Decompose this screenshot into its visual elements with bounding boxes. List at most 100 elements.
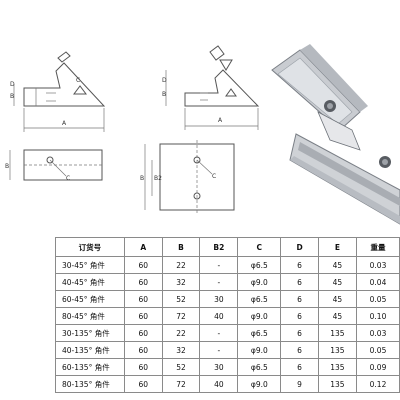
cell-weight: 0.04 [356, 273, 400, 291]
technical-drawing: A D B C A D B C B C [5, 44, 400, 225]
dim-b-label-2: B [162, 91, 166, 98]
top-view-large: C B B2 [140, 140, 235, 214]
cell-a: 60 [123, 358, 163, 376]
table-row: 60-135° 角件 60 52 30 φ6.5 6 135 0.09 [55, 358, 400, 376]
cell-e: 45 [317, 307, 358, 325]
cell-weight: 0.05 [356, 290, 400, 308]
cell-c: φ6.5 [237, 256, 282, 274]
cell-b2: 40 [199, 307, 239, 325]
cell-b2: 30 [199, 358, 239, 376]
cell-b: 22 [161, 256, 201, 274]
cell-e: 45 [317, 290, 358, 308]
col-header-order-no: 订货号 [55, 237, 125, 257]
table-header-row: 订货号 A B B2 C D E 重量 [55, 237, 400, 257]
cell-c: φ6.5 [237, 290, 282, 308]
dim-c-label: C [76, 77, 80, 84]
side-view-135: A D B [162, 45, 260, 130]
cell-a: 60 [123, 324, 163, 342]
table-row: 30-45° 角件 60 22 - φ6.5 6 45 0.03 [55, 256, 400, 274]
cell-order-no: 60-45° 角件 [55, 290, 125, 308]
dim-d-label: D [10, 81, 15, 88]
cell-e: 135 [317, 324, 358, 342]
cell-b2: - [199, 273, 239, 291]
table-row: 40-45° 角件 60 32 - φ9.0 6 45 0.04 [55, 273, 400, 291]
cell-b: 52 [161, 358, 201, 376]
cell-c: φ6.5 [237, 324, 282, 342]
cell-b2: - [199, 256, 239, 274]
cell-e: 135 [317, 375, 358, 393]
cell-order-no: 30-135° 角件 [55, 324, 125, 342]
cell-d: 6 [280, 256, 319, 274]
cell-weight: 0.03 [356, 256, 400, 274]
dim-b2-label: B2 [154, 175, 162, 182]
cell-e: 135 [317, 341, 358, 359]
cell-b2: - [199, 341, 239, 359]
cell-d: 6 [280, 273, 319, 291]
cell-b2: 30 [199, 290, 239, 308]
dim-b-label-top: B [5, 163, 9, 170]
cell-c: φ9.0 [237, 375, 282, 393]
cell-c: φ6.5 [237, 358, 282, 376]
cell-a: 60 [123, 341, 163, 359]
col-header-c: C [237, 237, 282, 257]
cell-d: 6 [280, 324, 319, 342]
dim-a-label-2: A [218, 117, 223, 124]
cell-e: 135 [317, 358, 358, 376]
cell-b: 52 [161, 290, 201, 308]
col-header-a: A [123, 237, 163, 257]
product-photo [271, 44, 400, 225]
dim-a-label: A [62, 120, 67, 127]
cell-d: 6 [280, 358, 319, 376]
spec-table: 订货号 A B B2 C D E 重量 30-45° 角件 60 22 - φ6… [55, 237, 400, 393]
cell-order-no: 60-135° 角件 [55, 358, 125, 376]
cell-weight: 0.09 [356, 358, 400, 376]
cell-weight: 0.03 [356, 324, 400, 342]
cell-e: 45 [317, 273, 358, 291]
col-header-b2: B2 [199, 237, 239, 257]
cell-a: 60 [123, 273, 163, 291]
table-row: 80-45° 角件 60 72 40 φ9.0 6 45 0.10 [55, 307, 400, 325]
cell-c: φ9.0 [237, 273, 282, 291]
cell-d: 6 [280, 341, 319, 359]
cell-a: 60 [123, 307, 163, 325]
cell-d: 9 [280, 375, 319, 393]
side-view-45: A D B C [10, 51, 106, 132]
cell-weight: 0.10 [356, 307, 400, 325]
col-header-weight: 重量 [356, 237, 400, 257]
table-row: 80-135° 角件 60 72 40 φ9.0 9 135 0.12 [55, 375, 400, 393]
cell-d: 6 [280, 307, 319, 325]
dim-c-label-top: C [66, 175, 70, 182]
col-header-e: E [317, 237, 358, 257]
cell-order-no: 40-45° 角件 [55, 273, 125, 291]
cell-d: 6 [280, 290, 319, 308]
table-row: 40-135° 角件 60 32 - φ9.0 6 135 0.05 [55, 341, 400, 359]
cell-e: 45 [317, 256, 358, 274]
cell-order-no: 40-135° 角件 [55, 341, 125, 359]
table-row: 60-45° 角件 60 52 30 φ6.5 6 45 0.05 [55, 290, 400, 308]
cell-order-no: 30-45° 角件 [55, 256, 125, 274]
cell-b: 72 [161, 307, 201, 325]
dim-b-label: B [10, 93, 14, 100]
top-view-small: C B [5, 149, 103, 182]
cell-a: 60 [123, 290, 163, 308]
cell-a: 60 [123, 256, 163, 274]
cell-b2: - [199, 324, 239, 342]
cell-b: 72 [161, 375, 201, 393]
cell-c: φ9.0 [237, 307, 282, 325]
cell-b: 22 [161, 324, 201, 342]
dim-b-label-top-2: B [140, 175, 144, 182]
cell-a: 60 [123, 375, 163, 393]
cell-b: 32 [161, 273, 201, 291]
dim-d-label-2: D [162, 77, 167, 84]
dim-c-label-top-2: C [212, 173, 216, 180]
col-header-d: D [280, 237, 319, 257]
cell-b: 32 [161, 341, 201, 359]
table-row: 30-135° 角件 60 22 - φ6.5 6 135 0.03 [55, 324, 400, 342]
cell-b2: 40 [199, 375, 239, 393]
cell-weight: 0.12 [356, 375, 400, 393]
cell-c: φ9.0 [237, 341, 282, 359]
cell-weight: 0.05 [356, 341, 400, 359]
cell-order-no: 80-45° 角件 [55, 307, 125, 325]
cell-order-no: 80-135° 角件 [55, 375, 125, 393]
col-header-b: B [161, 237, 201, 257]
